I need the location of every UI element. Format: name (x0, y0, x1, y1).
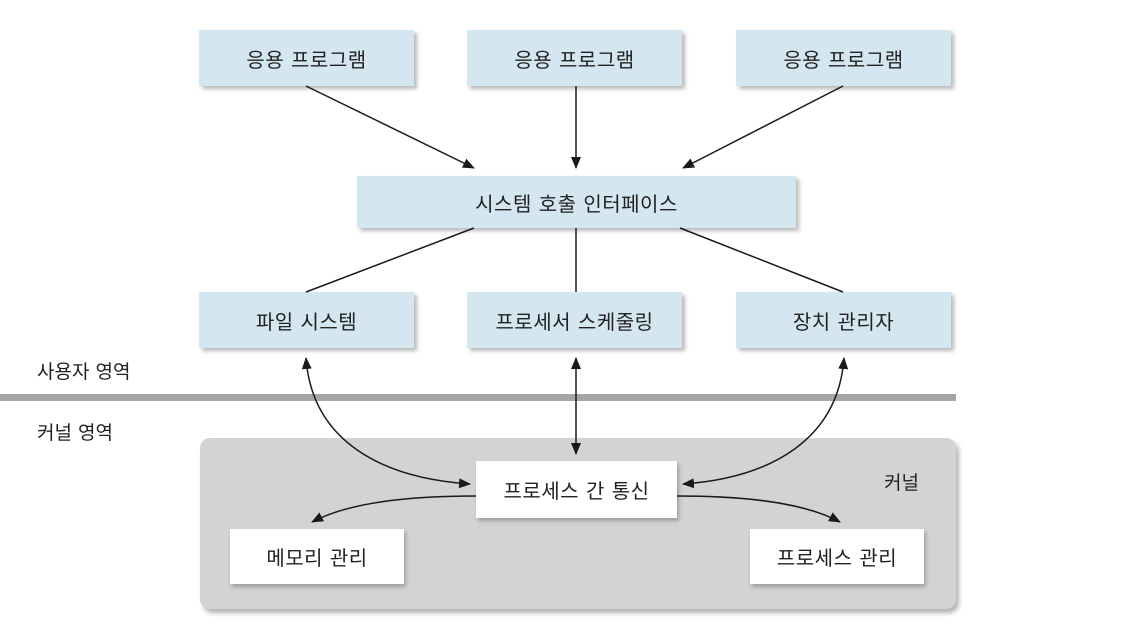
processor-scheduling-box: 프로세서 스케줄링 (467, 292, 682, 348)
application-label: 응용 프로그램 (783, 47, 904, 72)
processor-scheduling-label: 프로세서 스케줄링 (495, 309, 654, 334)
ipc-box: 프로세스 간 통신 (476, 461, 677, 518)
application-box-2: 응용 프로그램 (467, 30, 682, 86)
kernel-region-label: 커널 영역 (37, 422, 113, 444)
process-management-label: 프로세스 관리 (776, 546, 898, 570)
application-label: 응용 프로그램 (514, 47, 635, 72)
arrow-app1-to-syscall (305, 85, 475, 169)
device-manager-box: 장치 관리자 (736, 292, 951, 348)
application-label: 응용 프로그램 (246, 47, 367, 72)
file-system-box: 파일 시스템 (199, 292, 414, 348)
system-call-interface-label: 시스템 호출 인터페이스 (475, 191, 678, 216)
user-region-label: 사용자 영역 (37, 361, 131, 383)
process-management-box: 프로세스 관리 (750, 529, 924, 584)
memory-management-box: 메모리 관리 (230, 529, 404, 584)
application-box-1: 응용 프로그램 (199, 30, 414, 86)
system-call-interface-box: 시스템 호출 인터페이스 (357, 176, 796, 228)
line-syscall-to-file-system (305, 227, 475, 293)
line-syscall-to-device-manager (679, 227, 844, 293)
ipc-label: 프로세스 간 통신 (503, 479, 650, 503)
memory-management-label: 메모리 관리 (266, 546, 368, 570)
kernel-label: 커널 (884, 472, 919, 494)
user-kernel-divider (0, 394, 956, 401)
application-box-3: 응용 프로그램 (736, 30, 951, 86)
device-manager-label: 장치 관리자 (792, 309, 895, 334)
file-system-label: 파일 시스템 (255, 309, 358, 334)
arrow-app3-to-syscall (682, 85, 844, 169)
